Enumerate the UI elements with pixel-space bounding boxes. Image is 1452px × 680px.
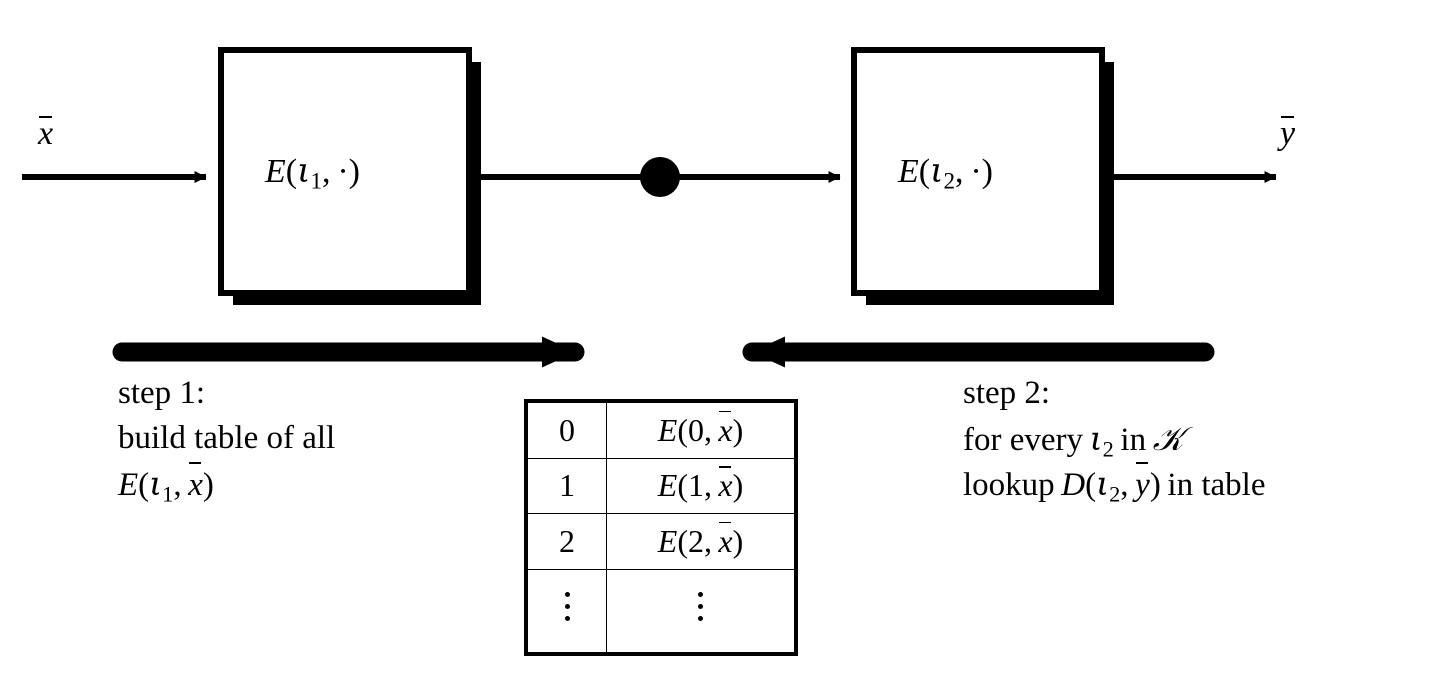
intermediate-value-dot	[640, 157, 680, 197]
table-row: 0 E(0, x)	[525, 400, 797, 459]
table-cell-value: E(0, x)	[606, 400, 797, 459]
table-cell-value: E(1, x)	[606, 457, 797, 515]
encrypt-2-block-label: E(𝜄2, ·)	[898, 151, 993, 195]
table-cell-key: 1	[525, 457, 607, 515]
encrypt-1-block[interactable]	[218, 47, 472, 296]
step-1-caption: step 1: build table of all E(𝜄1, x)	[118, 371, 335, 506]
step-1-line-2: E(𝜄1, x)	[118, 461, 335, 506]
vertical-dots-icon	[698, 585, 703, 628]
step-2-heading: step 2:	[963, 375, 1051, 411]
table-cell-key: 0	[525, 400, 607, 459]
step-1-heading: step 1:	[118, 375, 206, 411]
table-cell-value: E(2, x)	[606, 513, 797, 570]
table-cell-key: 2	[525, 513, 607, 570]
lookup-table: 0 E(0, x) 1 E(1, x) 2 E(2, x)	[524, 399, 798, 656]
encrypt-1-block-label: E(𝜄1, ·)	[265, 151, 360, 195]
output-label: y	[1280, 115, 1296, 152]
table-row-ellipsis	[525, 568, 797, 655]
vertical-dots-icon	[564, 585, 570, 628]
step-2-line-2: lookup D(𝜄2, y) in table	[963, 461, 1265, 506]
step-2-line-1: for every 𝜄2 in 𝒦	[963, 419, 1184, 462]
table-cell-value-ellipsis	[606, 568, 797, 655]
step-1-line-1: build table of all	[118, 420, 336, 456]
table-cell-key-ellipsis	[525, 568, 607, 655]
table-row: 1 E(1, x)	[525, 457, 797, 515]
encrypt-2-block[interactable]	[851, 47, 1105, 296]
input-label: x	[38, 115, 54, 152]
step-2-caption: step 2: for every 𝜄2 in 𝒦 lookup D(𝜄2, y…	[963, 371, 1265, 506]
table-row: 2 E(2, x)	[525, 513, 797, 570]
